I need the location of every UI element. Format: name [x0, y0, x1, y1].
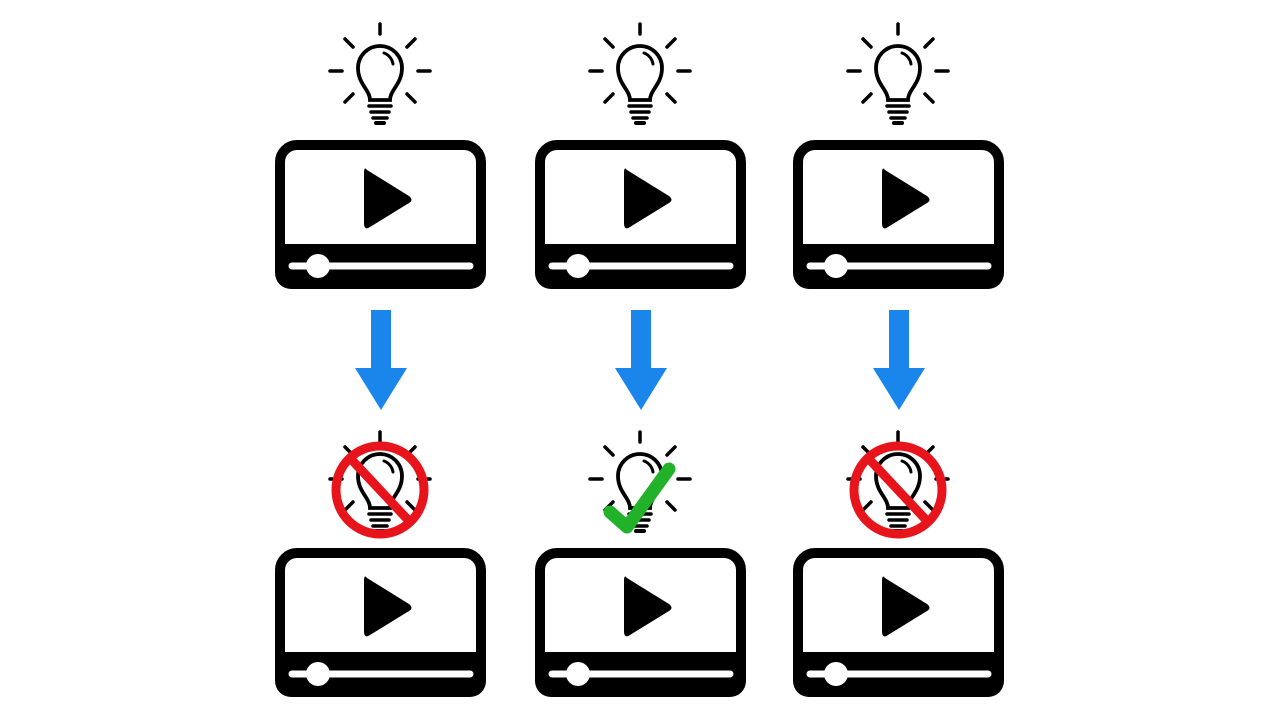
prohibited-circle [331, 441, 429, 539]
video-player-icon[interactable] [793, 145, 1004, 289]
column-3 [793, 22, 1004, 697]
prohibited-circle [849, 441, 947, 539]
checked-lightbulb-icon [588, 430, 692, 534]
prohibited-slash [346, 454, 414, 526]
video-player-icon[interactable] [275, 553, 486, 697]
video-player-icon[interactable] [793, 553, 1004, 697]
check-mark-icon [603, 462, 676, 534]
prohibited-lightbulb-icon [328, 430, 432, 539]
lightbulb-icon [588, 22, 692, 125]
column-2 [535, 22, 746, 697]
arrow-down-icon [873, 310, 925, 410]
prohibited-slash [864, 454, 932, 526]
lightbulb-icon [846, 22, 950, 125]
video-player-icon[interactable] [275, 145, 486, 289]
video-player-icon[interactable] [535, 553, 746, 697]
lightbulb-icon [328, 22, 432, 125]
arrow-down-icon [355, 310, 407, 410]
prohibited-lightbulb-icon [846, 430, 950, 539]
column-1 [275, 22, 486, 697]
video-player-icon[interactable] [535, 145, 746, 289]
arrow-down-icon [615, 310, 667, 410]
